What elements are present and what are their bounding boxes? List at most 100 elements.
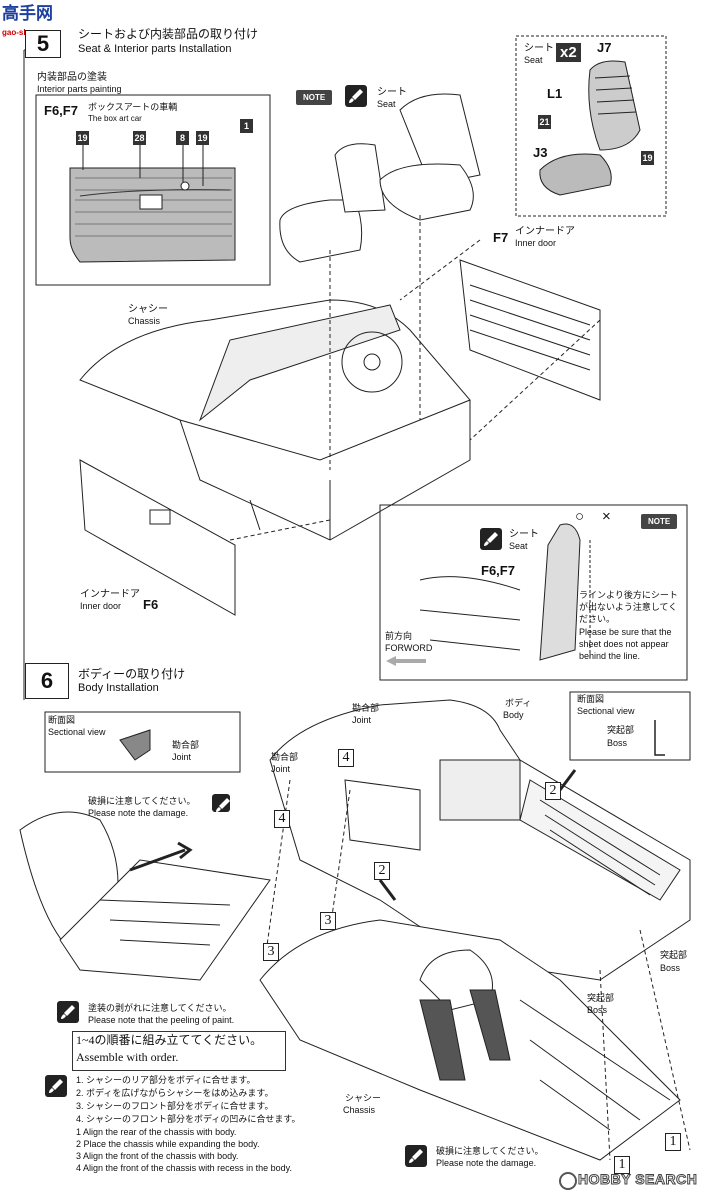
- instruction-jp-3: 3. シャシーのフロント部分をボディに合せます。: [76, 1101, 274, 1111]
- inset-warn-jp-2: が出ないよう注意してく: [579, 602, 678, 612]
- detail-multiplier: x2: [556, 43, 581, 63]
- boss-right-en: Boss: [607, 738, 628, 748]
- forward-label-en: FORWORD: [385, 643, 433, 653]
- inner-door-f6-jp: インナードア: [80, 589, 140, 600]
- joint-mid-jp: 勘合部: [271, 752, 299, 762]
- detail-seat-jp: シート: [524, 43, 554, 54]
- inset-ng-mark: ×: [602, 508, 611, 525]
- paint-code-28: 28: [133, 131, 146, 145]
- inset-note-badge: NOTE: [641, 514, 678, 529]
- forward-label-jp: 前方向: [385, 631, 413, 641]
- step-6-title-en: Body Installation: [78, 682, 159, 694]
- box-art-jp: ボックスアートの車輌: [88, 102, 178, 112]
- inset-warn-en-2: sheet does not appear: [579, 639, 669, 649]
- boss-rear-jp: 突起部: [660, 950, 688, 960]
- inner-door-f6-en: Inner door: [80, 601, 122, 611]
- chassis-label-en: Chassis: [128, 316, 161, 326]
- part-j7: J7: [597, 40, 612, 55]
- seat-label-jp: シート: [377, 87, 407, 98]
- callout-2-rear: 2: [545, 782, 561, 800]
- peel-icon: [57, 1001, 79, 1023]
- paint-code-21: 21: [538, 115, 551, 129]
- forward-arrow-icon: [386, 656, 426, 666]
- instruction-jp-2: 2. ボディを広げながらシャシーをはめ込みます。: [76, 1088, 274, 1098]
- boss-rear-en: Boss: [660, 963, 681, 973]
- callout-1-bottom: 1: [614, 1156, 630, 1174]
- sectional-right-jp: 断面図: [577, 694, 605, 704]
- inset-parts-label: F6,F7: [481, 563, 515, 578]
- inset-seat-en: Seat: [509, 541, 528, 551]
- note-badge: NOTE: [296, 90, 333, 105]
- order-jp: 1~4の順番に組み立ててください。: [76, 1033, 263, 1047]
- instruction-en-4: 4 Align the front of the chassis with re…: [76, 1163, 292, 1173]
- inner-door-f7-jp: インナードア: [515, 226, 575, 237]
- instruction-en-1: 1 Align the rear of the chassis with bod…: [76, 1127, 237, 1137]
- inset-ok-mark: ○: [575, 508, 585, 525]
- chassis-6-jp: シャシー: [345, 1093, 382, 1103]
- paint-code-19a: 19: [76, 131, 89, 145]
- box-art-en: The box art car: [88, 114, 142, 123]
- callout-3-mid: 3: [320, 912, 336, 930]
- inset-warn-jp-3: ださい。: [579, 614, 616, 624]
- paint-code-8: 8: [176, 131, 189, 145]
- instruction-en-3: 3 Align the front of the chassis with bo…: [76, 1151, 239, 1161]
- callout-3-left: 3: [263, 943, 279, 961]
- detail-seat-en: Seat: [524, 55, 543, 65]
- body-label-jp: ボディ: [505, 698, 532, 708]
- paint-code-19c: 19: [641, 151, 654, 165]
- damage-bottom-jp: 破損に注意してください。: [436, 1146, 544, 1156]
- damage-bottom-en: Please note the damage.: [436, 1158, 537, 1168]
- damage-top-jp: 破損に注意してください。: [88, 796, 196, 806]
- chassis-6-en: Chassis: [343, 1105, 376, 1115]
- damage-top-icon: [212, 794, 230, 812]
- damage-top-en: Please note the damage.: [88, 808, 189, 818]
- callout-4-top: 4: [338, 749, 354, 767]
- boss-right-jp: 突起部: [607, 725, 635, 735]
- peel-jp: 塗装の剥がれに注意してください。: [88, 1003, 232, 1013]
- body-label-en: Body: [503, 710, 524, 720]
- joint-top-en: Joint: [352, 715, 372, 725]
- instruction-en-2: 2 Place the chassis while expanding the …: [76, 1139, 260, 1149]
- sectional-left-jp: 断面図: [48, 715, 76, 725]
- instruction-jp-4: 4. シャシーのフロント部分をボディの凹みに合せます。: [76, 1114, 301, 1124]
- sectional-right-en: Sectional view: [577, 706, 635, 716]
- callout-2-mid: 2: [374, 862, 390, 880]
- callout-4-left: 4: [274, 810, 290, 828]
- callout-1-right: 1: [665, 1133, 681, 1151]
- paint-brush-icon: [345, 85, 367, 107]
- part-j3: J3: [533, 145, 548, 160]
- box-parts-label: F6,F7: [44, 103, 78, 118]
- boss-mid-jp: 突起部: [587, 993, 615, 1003]
- step-5-title-jp: シートおよび内装部品の取り付け: [78, 27, 259, 41]
- boss-mid-en: Boss: [587, 1005, 608, 1015]
- peel-en: Please note that the peeling of paint.: [88, 1015, 235, 1025]
- paint-code-19b: 19: [196, 131, 209, 145]
- part-f7: F7: [493, 230, 509, 245]
- joint-top-jp: 勘合部: [352, 703, 380, 713]
- step-5-title-en: Seat & Interior parts Installation: [78, 43, 232, 55]
- step-6-title-jp: ボディーの取り付け: [78, 667, 186, 681]
- inset-warn-jp-1: ラインより後方にシート: [579, 590, 678, 600]
- instruction-jp-1: 1. シャシーのリア部分をボディに合せます。: [76, 1075, 256, 1085]
- inset-seat-jp: シート: [509, 529, 539, 540]
- watermark-logo: 高手网: [2, 4, 53, 23]
- joint-mid-en: Joint: [271, 764, 291, 774]
- inner-door-f7-en: Inner door: [515, 238, 557, 248]
- part-f6: F6: [143, 597, 159, 612]
- sectional-left-en: Sectional view: [48, 727, 106, 737]
- painting-title-en: Interior parts painting: [37, 84, 122, 94]
- inset-warn-en-1: Please be sure that the: [579, 627, 672, 637]
- step-5-number: 5: [25, 30, 61, 58]
- joint-left-en: Joint: [172, 752, 192, 762]
- inset-warn-en-3: behind the line.: [579, 651, 641, 661]
- footer-brand: HOBBY SEARCH: [577, 1170, 698, 1187]
- order-en: Assemble with order.: [76, 1050, 179, 1064]
- paint-code-1: 1: [240, 119, 253, 133]
- order-box: [72, 1031, 286, 1071]
- instructions-icon: [45, 1075, 67, 1097]
- step-6-number: 6: [25, 663, 69, 699]
- joint-left-jp: 勘合部: [172, 740, 200, 750]
- part-l1: L1: [547, 86, 563, 101]
- hobby-search-logo-icon: [559, 1172, 577, 1190]
